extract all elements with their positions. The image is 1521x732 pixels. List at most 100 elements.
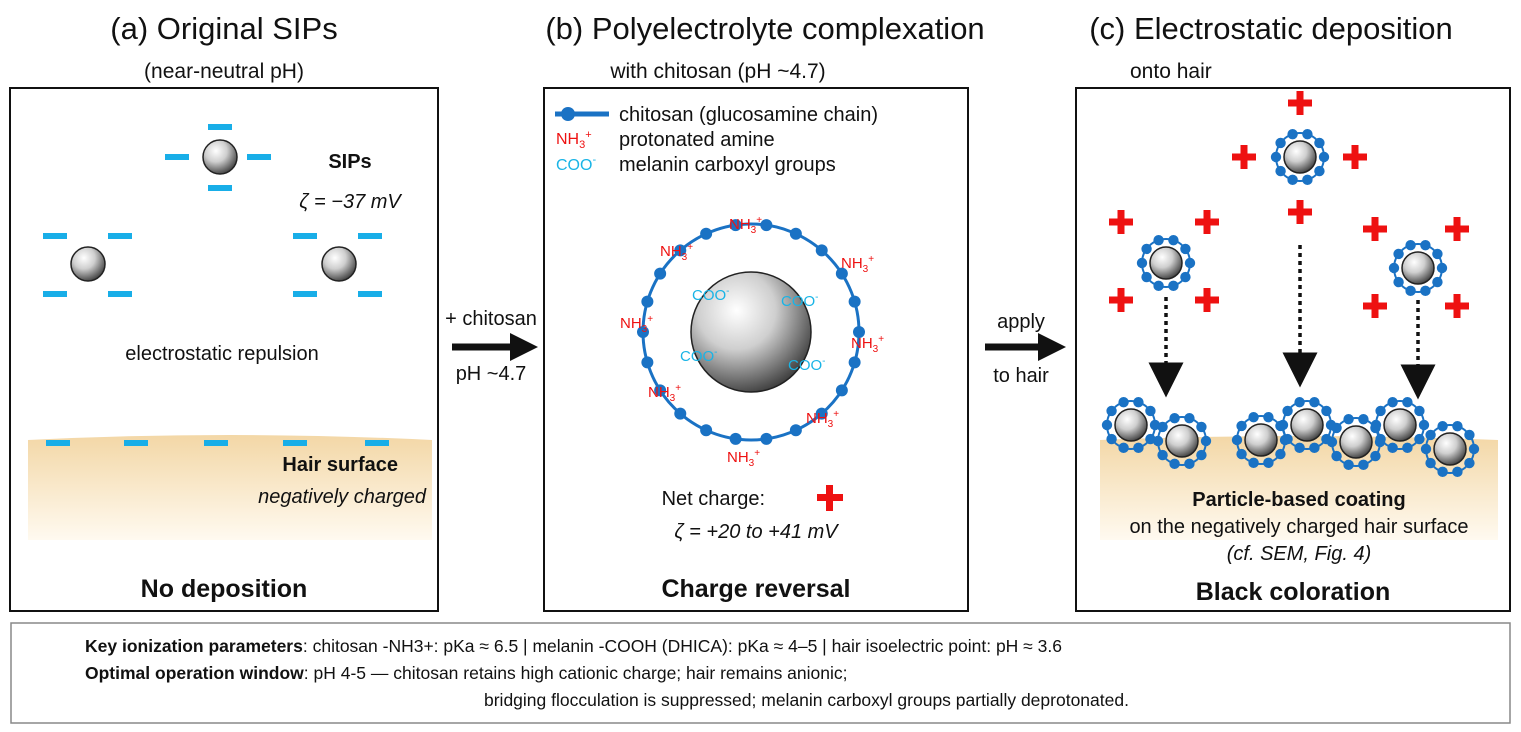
repulsion-label: electrostatic repulsion xyxy=(125,343,318,365)
chitosan-bead xyxy=(760,219,773,232)
panel-a-title: (a) Original SIPs xyxy=(110,11,337,46)
coo-label: COO- xyxy=(788,356,826,374)
chitosan-bead xyxy=(760,432,773,445)
chitosan-bead xyxy=(674,407,687,420)
chitosan-bead xyxy=(641,295,654,308)
key-line-2: Optimal operation window: pH 4-5 — chito… xyxy=(85,663,848,683)
panel-c-result: Black coloration xyxy=(1196,578,1391,606)
chitosan-bead xyxy=(729,432,742,445)
net-charge-label: Net charge: xyxy=(662,488,765,510)
sip-particle-left xyxy=(43,233,132,297)
panel-a-result: No deposition xyxy=(141,575,308,603)
chitosan-bead xyxy=(848,295,861,308)
panel-a-frame xyxy=(9,87,439,612)
chitosan-bead xyxy=(654,267,667,280)
coated-particle xyxy=(1270,128,1330,186)
arrow-head-icon xyxy=(510,333,538,361)
panel-a: (a) Original SIPs (near-neutral pH) xyxy=(9,11,439,612)
positive-charges-c xyxy=(1109,91,1469,318)
coating-reference: (cf. SEM, Fig. 4) xyxy=(1227,543,1371,565)
key-box-frame xyxy=(10,622,1511,724)
plus-icon xyxy=(1445,294,1469,318)
chitosan-beads xyxy=(637,219,865,445)
panel-c-title: (c) Electrostatic deposition xyxy=(1089,11,1453,46)
hair-surface-c xyxy=(1100,436,1498,540)
arrow-add-chitosan: + chitosan pH ~4.7 xyxy=(445,308,538,385)
plus-icon xyxy=(1109,210,1133,234)
coating-description: on the negatively charged hair surface xyxy=(1129,516,1468,538)
panel-b-result: Charge reversal xyxy=(661,575,850,603)
plus-icon xyxy=(1343,145,1367,169)
panel-b: (b) Polyelectrolyte complexation with ch… xyxy=(543,11,985,612)
chitosan-bead xyxy=(815,407,828,420)
key-parameters-box: Key ionization parameters: chitosan -NH3… xyxy=(10,622,1511,724)
sip-particle-top xyxy=(165,124,271,191)
nh3-label: NH3+ xyxy=(841,254,874,275)
coo-label: COO- xyxy=(692,286,730,304)
zeta-b: ζ = +20 to +41 mV xyxy=(674,521,839,543)
chitosan-bead xyxy=(789,227,802,240)
legend-coo-symbol: COO- xyxy=(556,154,596,174)
panel-b-subtitle: with chitosan (pH ~4.7) xyxy=(609,60,825,83)
coated-particle xyxy=(1101,396,1161,454)
chitosan-bead xyxy=(789,424,802,437)
coated-particle xyxy=(1152,412,1212,470)
panel-b-title: (b) Polyelectrolyte complexation xyxy=(545,11,984,46)
nh3-label: NH3+ xyxy=(727,448,760,469)
plus-icon xyxy=(1109,288,1133,312)
legend-chitosan-label: chitosan (glucosamine chain) xyxy=(619,104,878,126)
coated-particle xyxy=(1136,234,1196,292)
panel-a-subtitle: (near-neutral pH) xyxy=(144,60,304,83)
chitosan-bead xyxy=(637,326,649,338)
nh3-label: NH3+ xyxy=(660,242,693,263)
chitosan-bead xyxy=(654,384,667,397)
chitosan-bead xyxy=(848,356,861,369)
panel-b-frame xyxy=(543,87,969,612)
plus-icon xyxy=(1195,288,1219,312)
hair-charge-note: negatively charged xyxy=(258,486,427,508)
coo-label: COO- xyxy=(680,347,718,365)
chitosan-bead xyxy=(853,326,865,338)
panel-c-subtitle: onto hair xyxy=(1130,60,1212,83)
nh3-label: NH3+ xyxy=(648,383,681,404)
chitosan-bead xyxy=(674,244,687,257)
arrow2-top-label: apply xyxy=(997,311,1045,333)
coo-label: COO- xyxy=(781,292,819,310)
coating-label: Particle-based coating xyxy=(1192,489,1405,511)
positive-charge-icon xyxy=(817,485,843,511)
coated-particle xyxy=(1388,239,1448,297)
hair-negative-charges-a xyxy=(46,440,389,446)
legend-coo: COO- melanin carboxyl groups xyxy=(556,154,836,176)
arrow2-bottom-label: to hair xyxy=(993,365,1049,387)
sip-core xyxy=(690,271,812,393)
arrow1-top-label: + chitosan xyxy=(445,308,537,330)
chitosan-bead xyxy=(700,424,713,437)
legend-chitosan: chitosan (glucosamine chain) xyxy=(555,104,878,126)
key-line-3: bridging flocculation is suppressed; mel… xyxy=(484,690,1129,710)
chitosan-bead xyxy=(729,219,742,232)
plus-icon xyxy=(1288,91,1312,115)
panel-c: (c) Electrostatic deposition onto hair P… xyxy=(1075,11,1511,612)
arrow-apply-to-hair: apply to hair xyxy=(985,311,1066,387)
legend-amine-label: protonated amine xyxy=(619,129,775,151)
hair-surface-label: Hair surface xyxy=(282,454,398,476)
nh3-label: NH3+ xyxy=(851,334,884,355)
plus-icon xyxy=(1232,145,1256,169)
legend-amine: NH3+ protonated amine xyxy=(556,129,775,151)
chitosan-bead xyxy=(835,267,848,280)
nh3-label: NH3+ xyxy=(729,215,762,236)
plus-icon xyxy=(1363,217,1387,241)
coated-particle xyxy=(1420,420,1480,478)
sips-label: SIPs xyxy=(328,151,371,173)
zeta-a: ζ = −37 mV xyxy=(299,191,402,213)
coated-particle xyxy=(1370,396,1430,454)
panel-c-frame xyxy=(1075,87,1511,612)
coo-labels: COO- COO- COO- COO- xyxy=(680,286,826,374)
plus-icon xyxy=(1195,210,1219,234)
arrow1-bottom-label: pH ~4.7 xyxy=(456,363,527,385)
sip-particle-right xyxy=(293,233,382,297)
nh3-label: NH3+ xyxy=(806,409,839,430)
chitosan-bead xyxy=(700,227,713,240)
coated-particles xyxy=(1101,128,1480,478)
